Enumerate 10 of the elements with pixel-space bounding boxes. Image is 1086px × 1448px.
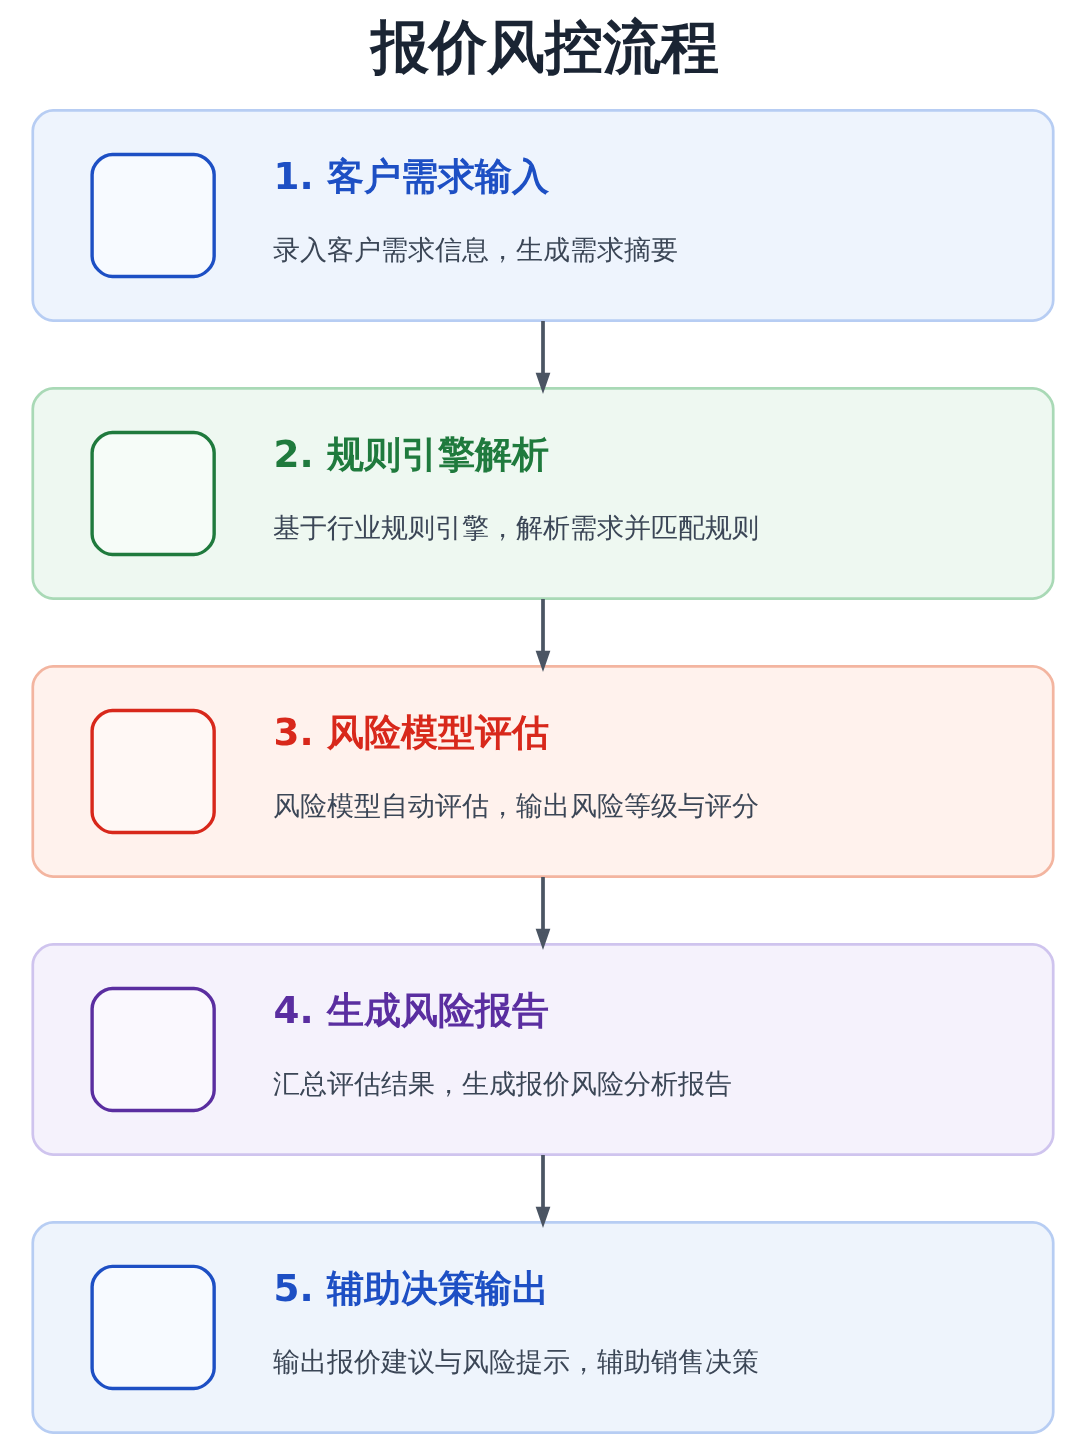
node-box: 4. 生成风险报告 汇总评估结果，生成报价风险分析报告 bbox=[31, 943, 1055, 1156]
node-box: 5. 辅助决策输出 输出报价建议与风险提示，辅助销售决策 bbox=[31, 1221, 1055, 1434]
node-box: 3. 风险模型评估 风险模型自动评估，输出风险等级与评分 bbox=[31, 665, 1055, 878]
arrow bbox=[535, 321, 551, 394]
node-box: 2. 规则引擎解析 基于行业规则引擎，解析需求并匹配规则 bbox=[31, 387, 1055, 600]
arrow bbox=[535, 877, 551, 950]
arrow bbox=[535, 1154, 551, 1228]
arrow bbox=[535, 599, 551, 672]
diagram-title: 报价风控流程 bbox=[370, 13, 719, 81]
node-box: 1. 客户需求输入 录入客户需求信息，生成需求摘要 bbox=[31, 109, 1055, 322]
